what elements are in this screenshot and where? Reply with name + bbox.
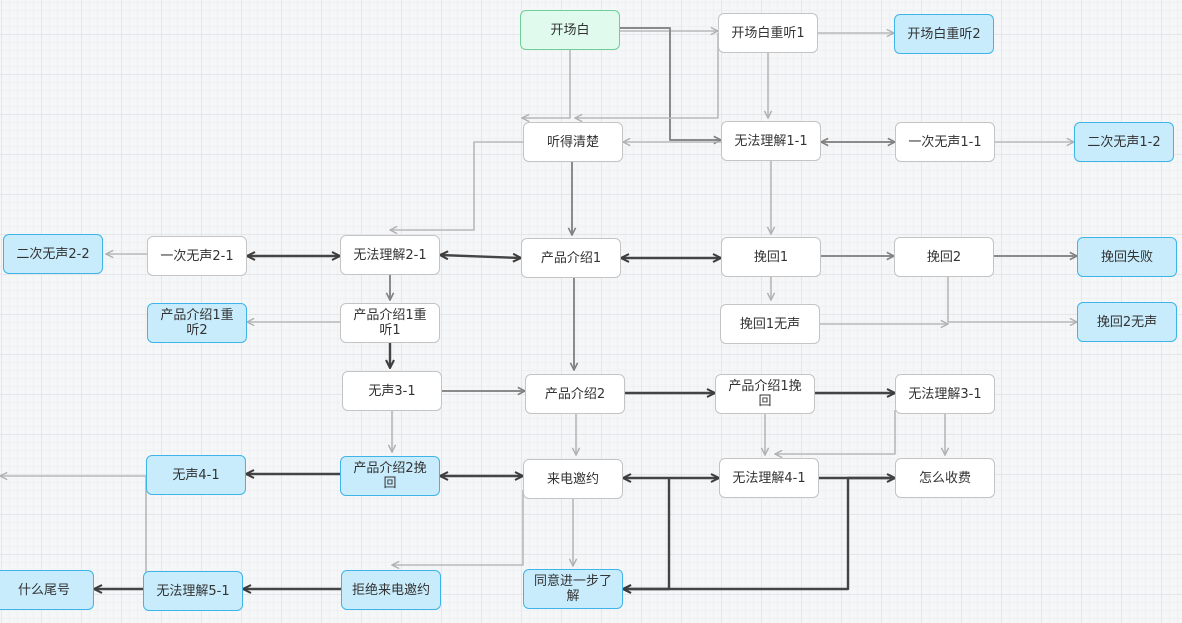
node-chanpinjieshao2-wanhui[interactable]: 产品介绍2挽回	[340, 456, 440, 496]
node-label: 二次无声2-2	[16, 246, 90, 262]
node-label: 无法理解3-1	[908, 386, 982, 402]
node-ercisusheng2-2[interactable]: 二次无声2-2	[3, 234, 103, 274]
node-label: 无法理解5-1	[156, 583, 230, 599]
edge-tongyi_jinyibu_liaojie-to-jujue_laidian_yaoyue[interactable]	[623, 478, 671, 589]
node-laidian-yaoyue[interactable]: 来电邀约	[523, 459, 623, 499]
node-label: 挽回2无声	[1096, 314, 1158, 330]
edge-zenme_shoufei-to-tongyi_jinyibu_liaojie[interactable]	[623, 476, 895, 589]
node-label: 无声4-1	[172, 467, 220, 483]
node-wanhui-shibai[interactable]: 挽回失败	[1077, 237, 1177, 277]
node-label: 挽回失败	[1100, 249, 1153, 265]
node-zenme-shoufei[interactable]: 怎么收费	[895, 458, 995, 498]
node-wusheng4-1[interactable]: 无声4-1	[146, 455, 246, 495]
node-wufalijie5-1[interactable]: 无法理解5-1	[143, 571, 243, 611]
node-label: 产品介绍1挽回	[728, 379, 802, 409]
node-chanpinjieshao2[interactable]: 产品介绍2	[525, 374, 625, 414]
node-wanhui1-wusheng[interactable]: 挽回1无声	[720, 304, 820, 344]
node-label: 产品介绍1重听1	[353, 308, 427, 338]
node-yiciwusheng2-1[interactable]: 一次无声2-1	[147, 236, 247, 276]
node-label: 产品介绍1重听2	[160, 308, 234, 338]
node-label: 无法理解1-1	[734, 133, 808, 149]
edge-wufalijie2_1-to-chanpinjieshao1[interactable]	[440, 255, 521, 258]
node-tongyi-jinyibu-liaojie[interactable]: 同意进一步了解	[523, 569, 623, 609]
node-label: 开场白	[550, 22, 590, 38]
edge-kaichangbai_chongting1-to-tingdeqingchu[interactable]	[575, 33, 719, 118]
node-label: 开场白重听2	[907, 26, 981, 42]
edge-kaichangbai-to-tingdeqingchu[interactable]	[522, 50, 571, 118]
node-wanhui1[interactable]: 挽回1	[721, 237, 821, 277]
node-label: 怎么收费	[918, 470, 971, 486]
node-label: 无声3-1	[368, 383, 416, 399]
node-wanhui2-wusheng[interactable]: 挽回2无声	[1077, 302, 1177, 342]
node-jujue-laidian-yaoyue[interactable]: 拒绝来电邀约	[341, 570, 441, 610]
edge-wanhui2-to-wanhui2_wusheng[interactable]	[947, 277, 1077, 322]
node-label: 产品介绍1	[540, 250, 602, 266]
edge-tingdeqingchu-to-wufalijie2_1[interactable]	[390, 141, 523, 230]
node-chanpinjieshao1[interactable]: 产品介绍1	[521, 238, 621, 278]
node-label: 挽回2	[926, 249, 962, 265]
node-label: 听得清楚	[546, 134, 599, 150]
node-label: 一次无声2-1	[160, 248, 234, 264]
node-label: 什么尾号	[17, 582, 70, 598]
node-shenme-weihao[interactable]: 什么尾号	[0, 570, 94, 610]
node-label: 挽回1无声	[739, 316, 801, 332]
node-label: 拒绝来电邀约	[351, 582, 430, 598]
node-wufalijie3-1[interactable]: 无法理解3-1	[895, 374, 995, 414]
node-wufalijie1-1[interactable]: 无法理解1-1	[721, 121, 821, 161]
node-label: 来电邀约	[546, 471, 599, 487]
node-label: 无法理解4-1	[732, 470, 806, 486]
node-label: 开场白重听1	[731, 25, 805, 41]
node-kaichangbai-chongting2[interactable]: 开场白重听2	[894, 14, 994, 54]
node-label: 一次无声1-1	[908, 134, 982, 150]
node-label: 挽回1	[753, 249, 789, 265]
node-wufalijie2-1[interactable]: 无法理解2-1	[340, 235, 440, 275]
node-yiciwusheng1-1[interactable]: 一次无声1-1	[895, 122, 995, 162]
node-wufalijie4-1[interactable]: 无法理解4-1	[719, 458, 819, 498]
node-ercisusheng1-2[interactable]: 二次无声1-2	[1074, 122, 1174, 162]
edge-laidian_yaoyue-to-jujue_laidian_yaoyue[interactable]	[392, 490, 524, 565]
edge-wufalijie3_1-to-wufalijie4_1[interactable]	[775, 410, 896, 454]
node-tingdeqingchu[interactable]: 听得清楚	[523, 122, 623, 162]
node-chanpinjieshao1-chongting2[interactable]: 产品介绍1重听2	[147, 303, 247, 343]
node-label: 产品介绍2挽回	[353, 461, 427, 491]
node-wanhui2[interactable]: 挽回2	[894, 237, 994, 277]
node-kaichangbai[interactable]: 开场白	[520, 10, 620, 50]
node-chanpinjieshao1-wanhui[interactable]: 产品介绍1挽回	[715, 374, 815, 414]
node-label: 产品介绍2	[544, 386, 606, 402]
node-kaichangbai-chongting1[interactable]: 开场白重听1	[718, 13, 818, 53]
node-label: 二次无声1-2	[1087, 134, 1161, 150]
node-chanpinjieshao1-chongting1[interactable]: 产品介绍1重听1	[340, 303, 440, 343]
node-label: 同意进一步了解	[533, 574, 612, 604]
node-wusheng3-1[interactable]: 无声3-1	[342, 371, 442, 411]
node-label: 无法理解2-1	[353, 247, 427, 263]
edge-kaichangbai-to-wufalijie1_1[interactable]	[620, 27, 721, 140]
